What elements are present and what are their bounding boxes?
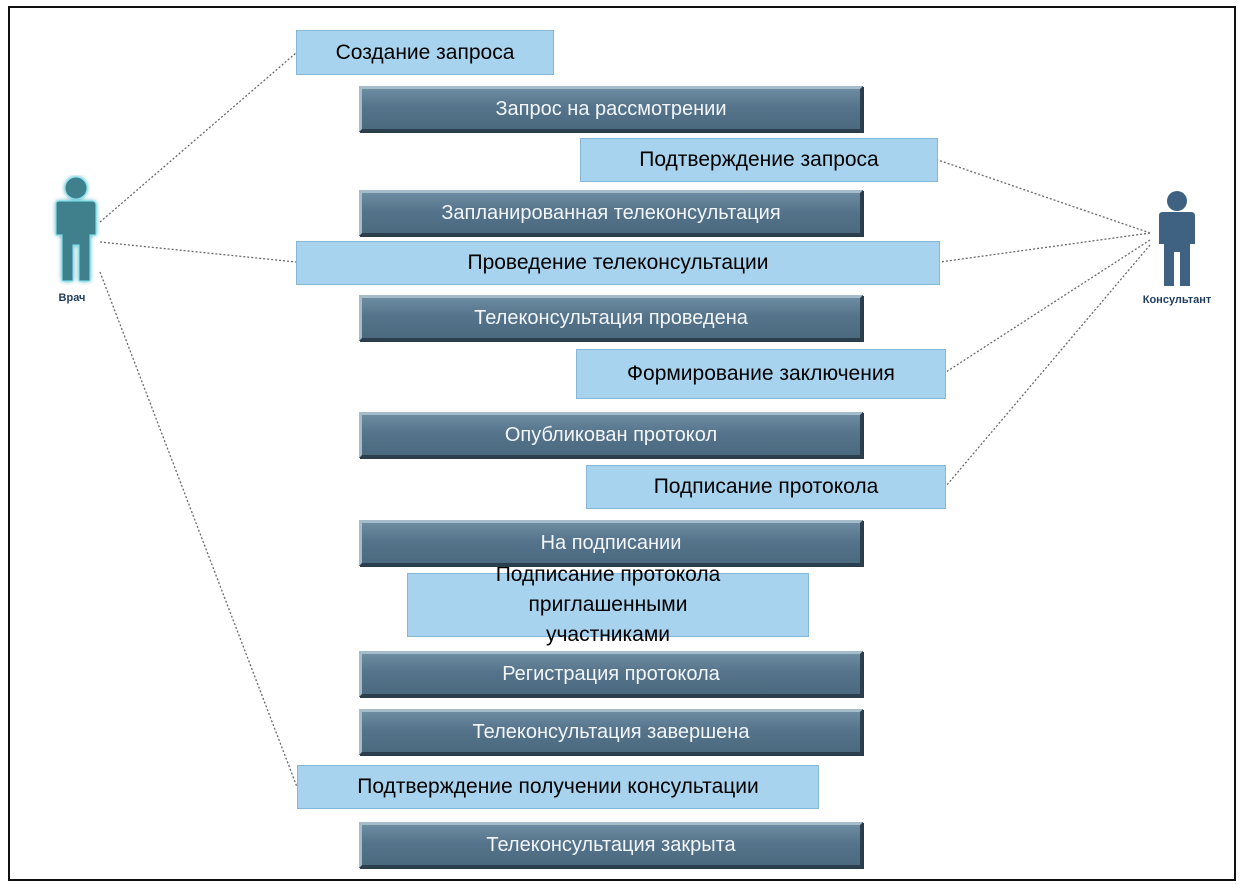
consultant-label: Консультант bbox=[1142, 294, 1212, 306]
link-doctor-confirm-receipt bbox=[99, 271, 298, 788]
status-on-signing: На подписании bbox=[359, 520, 863, 566]
status-protocol-registration: Регистрация протокола bbox=[359, 651, 863, 697]
action-sign-by-invited: Подписание протокола приглашенными участ… bbox=[407, 563, 809, 646]
doctor-label: Врач bbox=[58, 292, 86, 304]
consultant-actor bbox=[1155, 190, 1199, 295]
action-conduct-teleconsultation: Проведение телеконсультации bbox=[296, 241, 940, 285]
action-confirm-receipt: Подтверждение получении консультации bbox=[297, 765, 819, 809]
status-closed: Телеконсультация закрыта bbox=[359, 822, 863, 868]
action-form-conclusion: Формирование заключения bbox=[576, 349, 946, 399]
link-doctor-create-request bbox=[99, 52, 297, 223]
action-create-request: Создание запроса bbox=[296, 30, 554, 75]
doctor-actor bbox=[46, 175, 106, 290]
status-scheduled: Запланированная телеконсультация bbox=[359, 190, 863, 236]
link-consultant-confirm-request bbox=[937, 159, 1151, 234]
link-consultant-form-conclusion bbox=[945, 239, 1151, 373]
status-completed: Телеконсультация завершена bbox=[359, 709, 863, 755]
action-sign-protocol: Подписание протокола bbox=[586, 465, 946, 509]
status-conducted: Телеконсультация проведена bbox=[359, 295, 863, 341]
link-doctor-conduct bbox=[99, 241, 297, 263]
link-consultant-sign-protocol bbox=[945, 244, 1151, 487]
link-consultant-conduct bbox=[939, 232, 1151, 263]
diagram-frame bbox=[8, 6, 1236, 881]
consultant-person-icon bbox=[1159, 191, 1195, 286]
status-protocol-published: Опубликован протокол bbox=[359, 412, 863, 458]
action-confirm-request: Подтверждение запроса bbox=[580, 138, 938, 182]
doctor-person-icon bbox=[55, 176, 97, 282]
status-under-review: Запрос на рассмотрении bbox=[359, 86, 863, 132]
